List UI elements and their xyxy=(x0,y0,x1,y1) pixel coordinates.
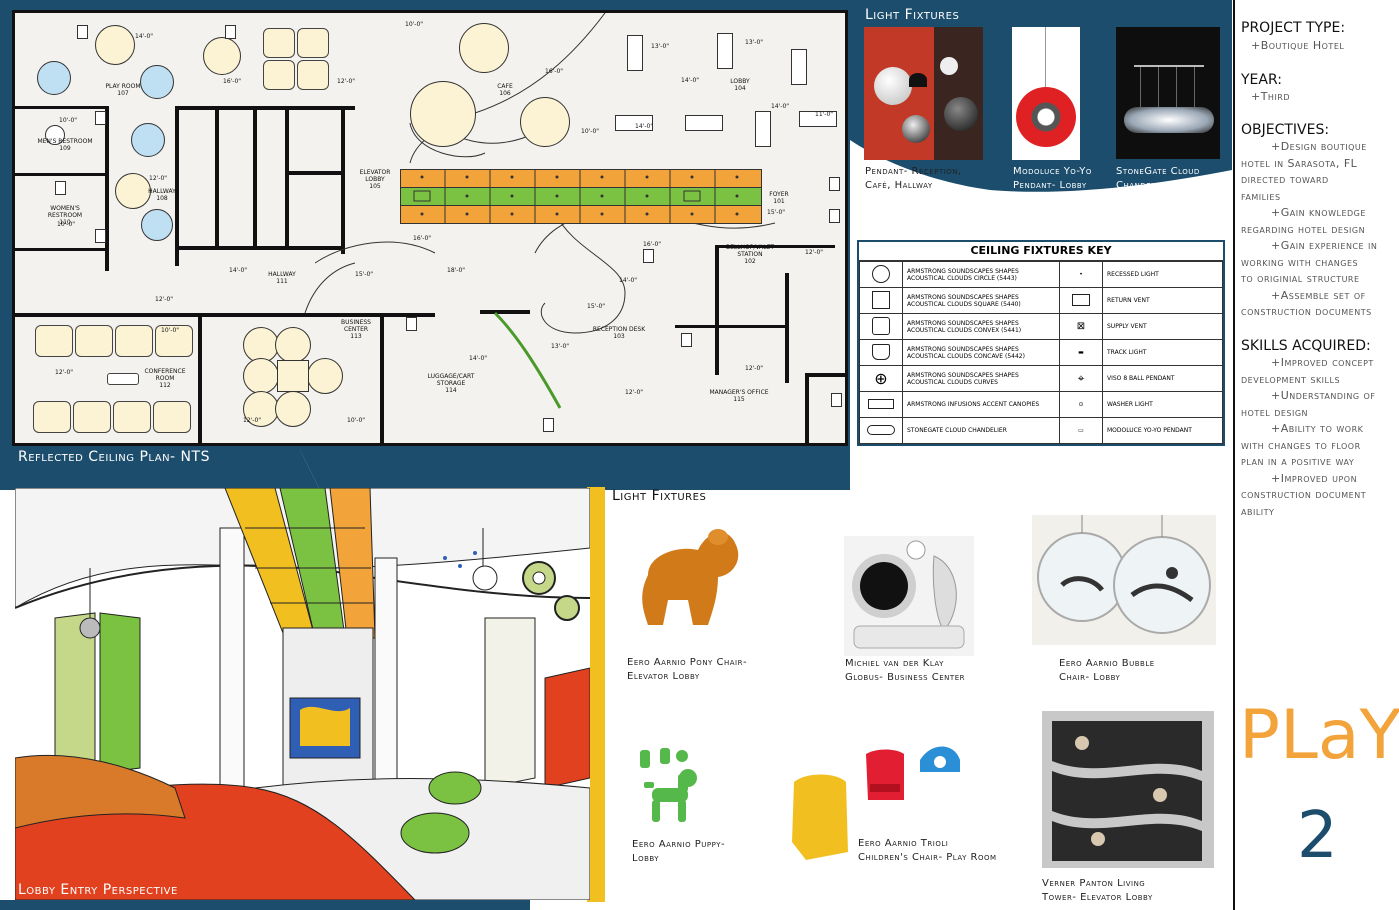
dim-label: 16'-0" xyxy=(643,241,662,248)
dim-label: 14'-0" xyxy=(635,123,654,130)
key-row-label: RETURN VENT xyxy=(1102,287,1223,314)
key-row-label: MODOLUCE YO-YO PENDANT xyxy=(1102,417,1223,444)
pendant-caption: Pendant- Reception,Café, Hallway xyxy=(865,166,962,191)
dim-label: 12'-0" xyxy=(55,369,74,376)
key-row-label: ARMSTRONG SOUNDSCAPES SHAPES ACOUSTICAL … xyxy=(902,287,1060,314)
ceiling-fixtures-key: CEILING FIXTURES KEY ARMSTRONG SOUNDSCAP… xyxy=(857,240,1225,446)
dim-label: 10'-0" xyxy=(59,117,78,124)
key-title: CEILING FIXTURES KEY xyxy=(859,242,1223,261)
dim-label: 12'-0" xyxy=(625,389,644,396)
living-tower-image xyxy=(1042,711,1214,868)
key-row-label: STONEGATE CLOUD CHANDELIER xyxy=(902,417,1060,444)
key-row-label: VISO 8 BALL PENDANT xyxy=(1102,365,1223,392)
plan-title: Reflected Ceiling Plan- NTS xyxy=(18,449,210,465)
skills-label: SKILLS ACQUIRED: xyxy=(1241,338,1371,354)
dim-label: 12'-0" xyxy=(745,365,764,372)
dim-label: 10'-0" xyxy=(161,327,180,334)
dim-label: 12'-0" xyxy=(337,78,356,85)
play-logo: PLaY xyxy=(1239,696,1399,775)
dim-label: 16'-0" xyxy=(223,78,242,85)
key-row-label: SUPPLY VENT xyxy=(1102,313,1223,340)
key-row-label: ARMSTRONG SOUNDSCAPES SHAPES ACOUSTICAL … xyxy=(902,339,1060,366)
dim-label: 10'-0" xyxy=(57,221,76,228)
key-row-label: ARMSTRONG SOUNDSCAPES SHAPES ACOUSTICAL … xyxy=(902,313,1060,340)
objectives-label: OBJECTIVES: xyxy=(1241,122,1330,138)
key-row-label: TRACK LIGHT xyxy=(1102,339,1223,366)
page-number: 2 xyxy=(1297,799,1338,873)
key-row-label: RECESSED LIGHT xyxy=(1102,261,1223,288)
key-row-label: ARMSTRONG INFUSIONS ACCENT CANOPIES xyxy=(902,391,1060,418)
dim-label: 18'-0" xyxy=(447,267,466,274)
project-type-label: PROJECT TYPE: xyxy=(1241,20,1346,36)
dim-label: 15'-0" xyxy=(355,271,374,278)
dim-label: 14'-0" xyxy=(229,267,248,274)
dim-label: 14'-0" xyxy=(771,103,790,110)
dim-label: 10'-0" xyxy=(347,417,366,424)
project-sidebar: PROJECT TYPE: +Boutique Hotel YEAR: +Thi… xyxy=(1233,0,1399,910)
dim-label: 16'-0" xyxy=(413,235,432,242)
skills-list: +Improved concept development skills +Un… xyxy=(1241,356,1376,518)
dim-label: 13'-0" xyxy=(551,343,570,350)
objectives-list: +Design boutique hotel in Sarasota, FL d… xyxy=(1241,140,1378,318)
key-row-label: ARMSTRONG SOUNDSCAPES SHAPES ACOUSTICAL … xyxy=(902,261,1060,288)
dim-label: 15'-0" xyxy=(767,209,786,216)
trioli-chair-image xyxy=(786,742,976,862)
dim-label: 12'-0" xyxy=(243,417,262,424)
key-row-label: ARMSTRONG SOUNDSCAPES SHAPES ACOUSTICAL … xyxy=(902,365,1060,392)
chandelier-image xyxy=(1116,27,1220,159)
dim-label: 12'-0" xyxy=(149,175,168,182)
dim-label: 14'-0" xyxy=(681,77,700,84)
pony-chair-image xyxy=(618,515,743,633)
dim-label: 12'-0" xyxy=(805,249,824,256)
key-row-label: WASHER LIGHT xyxy=(1102,391,1223,418)
dim-label: 10'-0" xyxy=(405,21,424,28)
puppy-caption: Eero Aarnio Puppy-Lobby xyxy=(632,839,726,864)
dim-label: 13'-0" xyxy=(651,43,670,50)
year-label: YEAR: xyxy=(1241,72,1282,88)
dim-label: 12'-0" xyxy=(155,296,174,303)
project-type-value: +Boutique Hotel xyxy=(1251,39,1345,52)
lobby-perspective-sketch xyxy=(15,488,590,900)
puppy-image xyxy=(638,748,700,826)
dim-label: 13'-0" xyxy=(745,39,764,46)
perspective-title: Lobby Entry Perspective xyxy=(18,882,178,898)
dim-label: 15'-0" xyxy=(587,303,606,310)
light-fixtures-top-heading: Light Fixtures xyxy=(865,7,960,23)
light-fixtures-bottom-heading: Light Fixtures xyxy=(612,488,707,504)
dim-label: 10'-0" xyxy=(581,128,600,135)
yoyo-pendant-image xyxy=(1012,27,1080,160)
pendant-image xyxy=(864,27,983,160)
dim-label: 14'-0" xyxy=(469,355,488,362)
bubble-chair-image xyxy=(1032,515,1216,645)
globus-chair-image xyxy=(844,536,974,656)
dim-label: 11'-0" xyxy=(815,111,834,118)
dim-label: 14'-0" xyxy=(135,33,154,40)
dim-label: 16'-0" xyxy=(545,68,564,75)
dim-label: 14'-0" xyxy=(619,277,638,284)
year-value: +Third xyxy=(1251,90,1291,103)
pony-caption: Eero Aarnio Pony Chair-Elevator Lobby xyxy=(627,657,748,682)
